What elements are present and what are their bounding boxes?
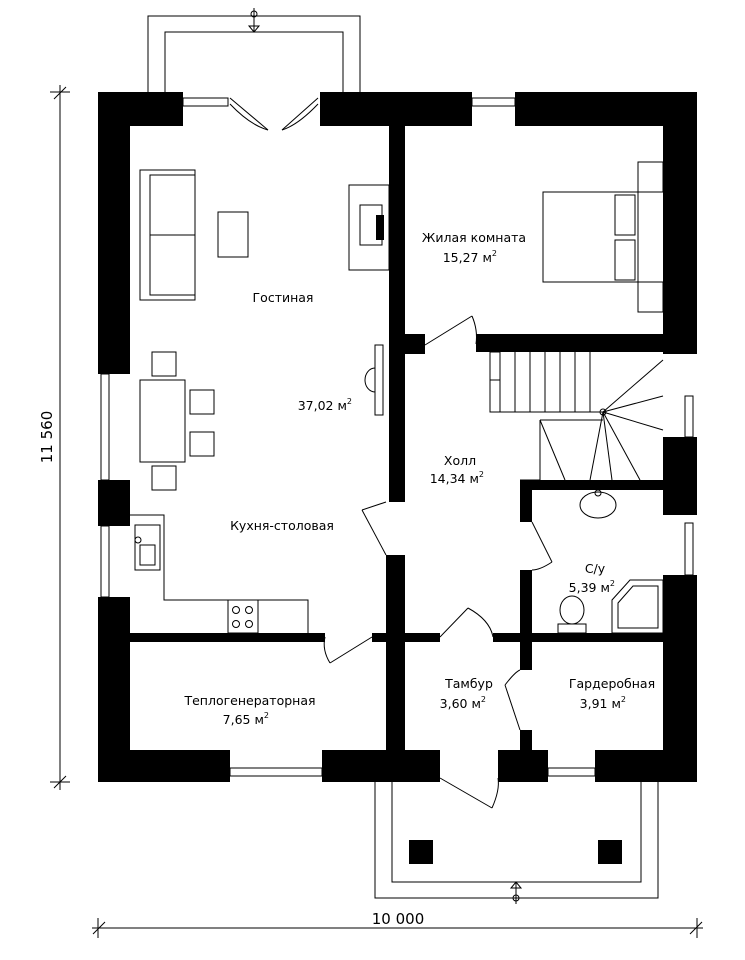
- bottom-porch: [374, 780, 659, 904]
- room-labels: Гостиная 37,02 м2 Кухня-столовая Жилая к…: [183, 230, 655, 727]
- vestibule-name: Тамбур: [444, 676, 493, 691]
- bedroom-area: 15,27 м2: [443, 249, 497, 265]
- hall-name: Холл: [444, 453, 476, 468]
- bedroom-name: Жилая комната: [422, 230, 526, 245]
- kitchen-name: Кухня-столовая: [230, 518, 334, 533]
- vestibule-area: 3,60 м2: [440, 695, 486, 711]
- stairs: [489, 351, 664, 481]
- bathroom-fixtures: [557, 489, 664, 634]
- bathroom-area: 5,39 м2: [569, 579, 615, 595]
- hall-area: 14,34 м2: [430, 470, 484, 486]
- exterior-walls: [98, 92, 697, 782]
- dimension-lines: 11 560 10 000: [38, 85, 703, 938]
- living-furniture: [130, 169, 390, 634]
- living-area: 37,02 м2: [298, 397, 352, 413]
- top-terrace: [147, 8, 361, 94]
- living-name: Гостиная: [253, 290, 314, 305]
- boiler-name: Теплогенераторная: [183, 693, 315, 708]
- height-dimension: 11 560: [38, 411, 56, 464]
- bathroom-name: С/у: [585, 561, 606, 576]
- boiler-area: 7,65 м2: [223, 711, 269, 727]
- wardrobe-area: 3,91 м2: [580, 695, 626, 711]
- bedroom-furniture: [542, 161, 664, 313]
- width-dimension: 10 000: [372, 910, 425, 928]
- wardrobe-name: Гардеробная: [569, 676, 655, 691]
- windows: [100, 97, 694, 777]
- interior-walls: [130, 126, 663, 750]
- doors: [229, 97, 553, 809]
